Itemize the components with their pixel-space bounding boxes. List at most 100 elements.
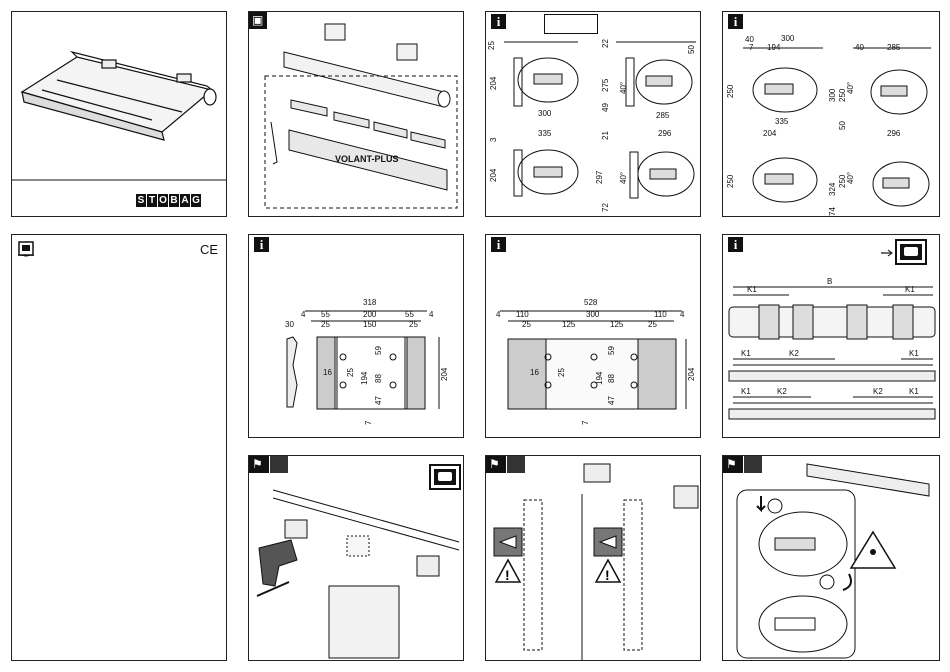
dim-value: 40° xyxy=(619,82,628,94)
profile-drawings-2: 40 7 194 300 250 40 285 300 250 40° 50 3… xyxy=(726,34,931,216)
dim-value: 74 xyxy=(828,207,837,216)
step-drilling-panel: ⚑ xyxy=(248,455,464,661)
dim-value: 7 xyxy=(749,43,754,52)
dim-value: 296 xyxy=(887,129,901,138)
info-icon: i xyxy=(728,237,743,252)
dim-value: 59 xyxy=(374,346,383,355)
dim-value: 21 xyxy=(601,131,610,140)
hang-illustration xyxy=(736,463,930,659)
dim-k1: K1 xyxy=(909,387,919,396)
dim-value: 49 xyxy=(601,103,610,112)
volant-plus-label: VOLANT-PLUS xyxy=(335,154,399,164)
bracket-528-drawing: 528 4 110 300 110 4 25 125 125 25 25 59 … xyxy=(496,298,696,425)
components-illustration: VOLANT-PLUS xyxy=(264,23,458,209)
dim-value: 25 xyxy=(522,320,531,329)
dim-value: 204 xyxy=(687,367,696,381)
dim-k1: K1 xyxy=(747,285,757,294)
logo-letter: B xyxy=(169,194,179,207)
dim-value: 4 xyxy=(680,310,685,319)
dim-value: 40° xyxy=(619,172,628,184)
step-mount-panel: ⚑ ! ! xyxy=(485,455,701,661)
hazard-person-icon xyxy=(870,549,876,555)
logo-letter: A xyxy=(180,194,190,207)
dim-value: 40° xyxy=(846,172,855,184)
flag-icon: ⚑ xyxy=(252,457,263,471)
spacing-drawing: B K1 K1 K1 K2 K1 K1 K2 K2 K1 xyxy=(728,249,936,420)
logo-letter: T xyxy=(147,194,157,207)
mount-illustration: ! ! xyxy=(493,463,699,660)
dim-value: 25 xyxy=(557,368,566,377)
step-flag: ⚑ xyxy=(249,456,288,473)
product-overview-panel: S T O B A G xyxy=(11,11,227,217)
dim-value: 110 xyxy=(516,310,529,319)
step-flag: ⚑ xyxy=(486,456,525,473)
dim-value: 88 xyxy=(374,374,383,383)
dim-k2: K2 xyxy=(789,349,799,358)
dim-value: 250 xyxy=(838,88,847,102)
dim-value: 110 xyxy=(654,310,667,319)
dim-value: 55 xyxy=(405,310,414,319)
dim-value: 25 xyxy=(409,320,418,329)
dim-value: 4 xyxy=(496,310,501,319)
profile-dimensions-panel-2: i 40 7 194 300 250 40 285 300 250 40° 50… xyxy=(722,11,940,217)
dim-k1: K1 xyxy=(741,349,751,358)
dim-k2: K2 xyxy=(873,387,883,396)
dim-value: 40° xyxy=(846,82,855,94)
awning-illustration xyxy=(12,50,226,181)
dim-k1: K1 xyxy=(741,387,751,396)
parts-flag: ▣ xyxy=(249,12,267,29)
dim-value: 300 xyxy=(828,88,837,102)
dim-value: 7 xyxy=(581,420,590,425)
bracket-318-panel: i 318 4 55 200 55 4 25 150 25 30 25 59 1… xyxy=(248,234,464,438)
dim-value: 22 xyxy=(601,39,610,48)
box-icon: ▣ xyxy=(252,13,264,27)
dim-value: 204 xyxy=(440,367,449,381)
dim-value: 47 xyxy=(607,396,616,405)
dim-value: 300 xyxy=(781,34,795,43)
warning-icon: ! xyxy=(505,567,510,583)
dim-value: 125 xyxy=(562,320,576,329)
dim-value: 16 xyxy=(323,368,332,377)
dim-value: 59 xyxy=(607,346,616,355)
logo-letter: G xyxy=(191,194,201,207)
logo-letter: S xyxy=(136,194,146,207)
dim-value: 204 xyxy=(489,168,498,182)
bracket-spacing-panel: i B K1 K1 K1 K2 K1 K1 K2 K2 K1 xyxy=(722,234,940,438)
dim-value: 296 xyxy=(658,129,672,138)
dim-value: 150 xyxy=(363,320,377,329)
dim-value: 275 xyxy=(601,78,610,92)
dim-value: 204 xyxy=(489,76,498,90)
dim-value: 50 xyxy=(838,121,847,130)
dim-value: 25 xyxy=(487,41,496,50)
dim-value: 297 xyxy=(595,170,604,184)
dim-value: 4 xyxy=(429,310,434,319)
info-icon: i xyxy=(491,14,506,29)
dim-value: 285 xyxy=(887,43,901,52)
drilling-illustration xyxy=(256,489,460,659)
dim-value: 7 xyxy=(364,420,373,425)
dim-value: 194 xyxy=(360,371,369,385)
dim-value: 55 xyxy=(321,310,330,319)
profile-dimensions-panel-1: i 25 204 300 22 50 275 40° xyxy=(485,11,701,217)
dim-value: 88 xyxy=(607,374,616,383)
info-icon: i xyxy=(254,237,269,252)
dim-value: 204 xyxy=(763,129,777,138)
profile-drawings-1: 25 204 300 22 50 275 40° 49 285 335 3 20… xyxy=(487,39,696,212)
warning-icon: ! xyxy=(605,567,610,583)
dim-value: 40 xyxy=(745,35,754,44)
dim-value: 194 xyxy=(767,43,781,52)
dim-value: 250 xyxy=(838,174,847,188)
stobag-logo: S T O B A G xyxy=(136,194,201,207)
dim-k2: K2 xyxy=(777,387,787,396)
dim-value: 47 xyxy=(374,396,383,405)
dim-value: 194 xyxy=(595,371,604,385)
info-icon: i xyxy=(491,237,506,252)
flag-icon: ⚑ xyxy=(489,457,500,471)
manual-icon xyxy=(895,239,927,265)
dim-value: 300 xyxy=(586,310,600,319)
manual-icon xyxy=(18,241,34,256)
manual-icon xyxy=(429,464,461,490)
dim-value: 125 xyxy=(610,320,624,329)
dim-value: 324 xyxy=(828,182,837,196)
dim-value: 25 xyxy=(321,320,330,329)
